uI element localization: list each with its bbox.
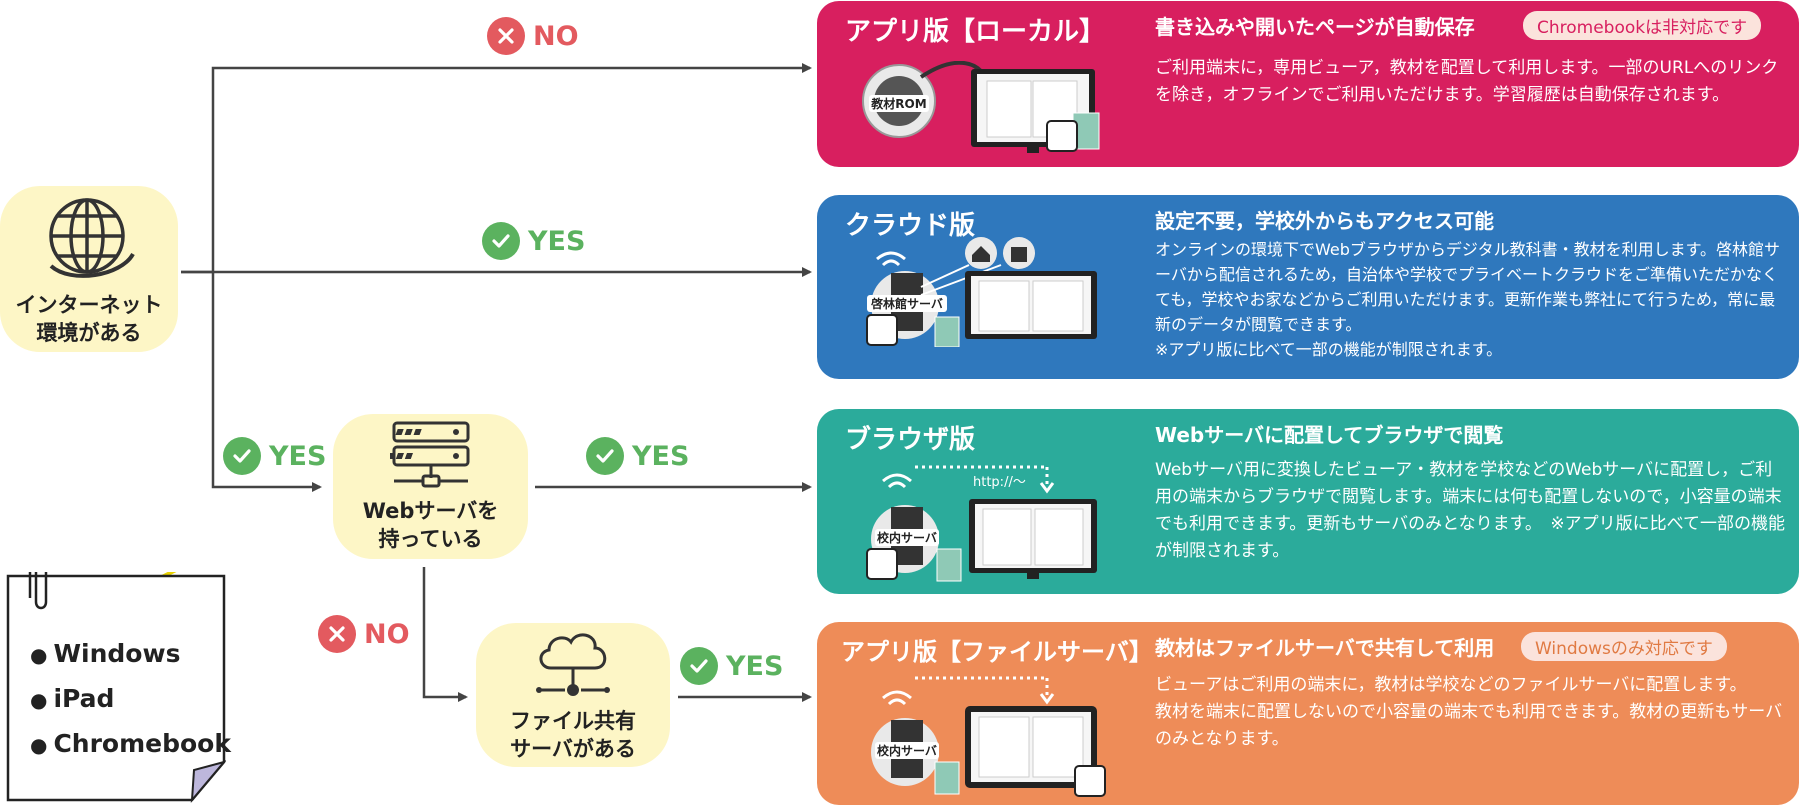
local-illustration: 教材ROM [861,60,1111,161]
card-title: クラウド版 [845,211,976,241]
node-label: インターネット 環境がある [15,292,163,345]
card-cloud: クラウド版 設定不要，学校外からもアクセス可能 オンラインの環境下でWebブラウ… [817,195,1799,379]
node-label: ファイル共有 サーバがある [510,708,636,761]
card-headline: 教材はファイルサーバで共有して利用 [1155,636,1495,660]
decision-label: NO [533,20,579,52]
card-headline: 設定不要，学校外からもアクセス可能 [1155,209,1494,233]
card-description: ご利用端末に，専用ビューア，教材を配置して利用します。一部のURLへのリンクを除… [1155,58,1779,105]
url-label: http://～ [973,475,1026,490]
connector-internet-to-webserver [211,272,322,492]
check-circle-icon [680,647,718,685]
decision-yes-cloud: YES [482,222,585,260]
card-description: オンラインの環境下でWebブラウザからデジタル教科書・教材を利用します。啓林館サ… [1155,240,1780,359]
card-title: アプリ版【ローカル】 [845,17,1106,47]
os-note: Windows iPad Chromebook [6,572,231,804]
node-internet: インターネット 環境がある [0,186,178,352]
node-label: Webサーバを 持っている [362,499,499,551]
card-headline: 書き込みや開いたページが自動保存 [1155,15,1475,39]
server-label: 啓林館サーバ [867,295,947,312]
card-browser: ブラウザ版 Webサーバに配置してブラウザで閲覧 Webサーバ用に変換したビュー… [817,409,1799,594]
card-app-local: アプリ版【ローカル】 書き込みや開いたページが自動保存 Chromebookは非… [817,1,1799,167]
compatibility-badge: Windowsのみ対応です [1521,632,1727,661]
globe-icon [41,192,137,291]
decision-label: YES [528,225,586,257]
card-description: ビューアはご利用の端末に，教材は学校などのファイルサーバに配置します。 教材を端… [1155,675,1783,749]
card-title: アプリ版【ファイルサーバ】 [841,638,1153,666]
os-item: iPad [30,677,231,722]
browser-illustration: http://～ 校内サーバ [861,461,1111,587]
decision-no-local: NO [487,17,579,55]
decision-no-fileshare: NO [318,615,410,653]
os-item: Windows [30,632,231,677]
connector-webserver-to-fileshare [422,567,468,702]
decision-label: YES [726,650,784,682]
card-app-fileserver: アプリ版【ファイルサーバ】 教材はファイルサーバで共有して利用 Windowsの… [817,622,1799,805]
check-circle-icon [586,437,624,475]
decision-label: NO [364,618,410,650]
check-circle-icon [482,222,520,260]
card-title: ブラウザ版 [845,425,976,455]
server-rack-icon [386,420,472,497]
decision-label: YES [632,440,690,472]
decision-label: YES [269,440,327,472]
node-webserver: Webサーバを 持っている [333,414,528,559]
cloud-illustration: 啓林館サーバ [861,235,1111,351]
cloud-network-icon [531,628,615,707]
card-headline: Webサーバに配置してブラウザで閲覧 [1155,423,1504,447]
x-circle-icon [318,615,356,653]
node-fileshare: ファイル共有 サーバがある [476,623,670,767]
os-list: Windows iPad Chromebook [30,632,231,767]
os-item: Chromebook [30,722,231,767]
check-circle-icon [223,437,261,475]
card-description: Webサーバ用に変換したビューア・教材を学校などのWebサーバに配置し，ご利用の… [1155,460,1785,561]
x-circle-icon [487,17,525,55]
decision-yes-fileserver: YES [680,647,783,685]
decision-yes-browser: YES [586,437,689,475]
fileserver-illustration: 校内サーバ [861,672,1111,802]
media-label: 教材ROM [869,95,929,112]
server-label: 校内サーバ [875,529,939,546]
server-label: 校内サーバ [875,742,939,759]
compatibility-badge: Chromebookは非対応です [1523,11,1762,40]
decision-yes-webserver: YES [223,437,326,475]
